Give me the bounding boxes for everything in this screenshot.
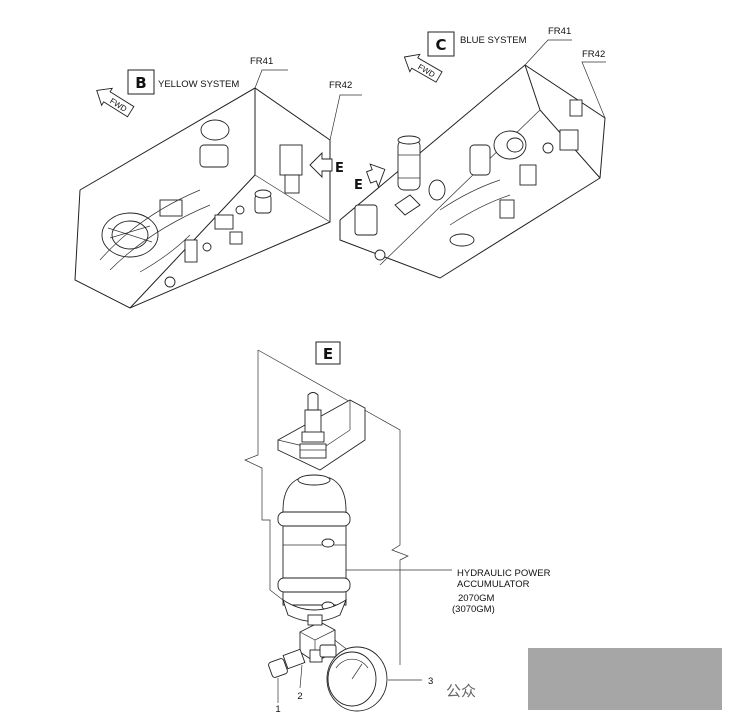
item-1-label: 1 [275,704,280,715]
view-b-callout-arrow-icon [309,151,333,179]
view-c-callout-letter: E [354,178,363,193]
view-b-yellow-system: B YELLOW SYSTEM FR41 FR42 FWD E [74,56,362,309]
view-b-callout-letter: E [335,161,344,176]
view-b-frame-fr42: FR42 [329,80,352,91]
detail-view-e: E [244,341,551,715]
watermark-overlay [528,648,722,710]
view-b-fwd-arrow-icon: FWD [96,87,135,118]
watermark-text: 公众 [446,682,477,700]
view-b-components [99,119,303,288]
view-b-letter: B [135,74,146,92]
callout-line-2: ACCUMULATOR [457,579,530,590]
view-c-blue-system: C BLUE SYSTEM FR41 FR42 FWD E [339,26,606,279]
callout-line-1: HYDRAULIC POWER [457,568,551,579]
view-c-title: BLUE SYSTEM [460,35,527,46]
detail-e-letter: E [323,345,333,363]
view-c-frame-fr41: FR41 [548,26,571,37]
item-3-label: 3 [428,676,433,687]
accumulator-top-bracket [277,392,366,471]
view-b-title: YELLOW SYSTEM [158,79,239,90]
item-3-pressure-gauge-icon: 3 [319,644,433,712]
view-c-components [354,99,583,261]
detail-e-letter-box [315,341,341,365]
view-b-letter-box [127,69,155,95]
view-c-letter: C [435,36,446,54]
accumulator-cylinder [277,474,351,622]
view-c-frame-fr42: FR42 [582,49,605,60]
item-2-label: 2 [297,691,302,702]
callout-line-4: (3070GM) [452,604,495,615]
item-1-fitting: 1 [268,648,306,715]
view-c-callout-arrow-icon [365,163,386,188]
view-c-letter-box [427,31,455,57]
view-b-frame-fr41: FR41 [250,56,273,67]
callout-line-3: 2070GM [458,593,495,604]
